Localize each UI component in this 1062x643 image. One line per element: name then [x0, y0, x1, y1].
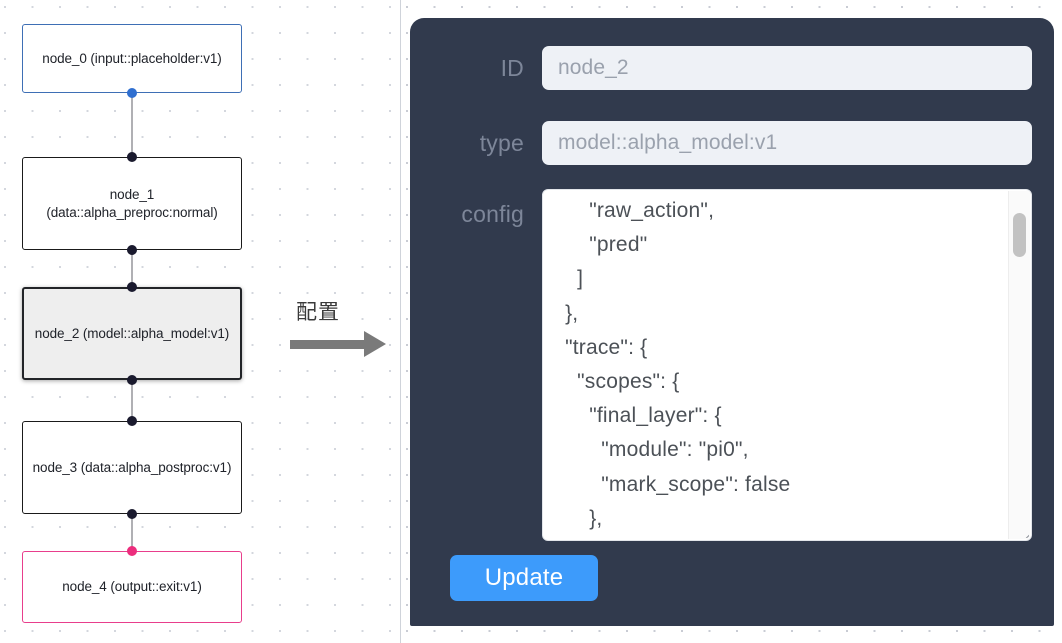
edge-node3-node4 [131, 514, 133, 551]
edge-node0-node1 [131, 93, 133, 157]
node_3-source-handle[interactable] [127, 509, 137, 519]
id-input[interactable]: node_2 [542, 46, 1032, 90]
arrow-shaft [290, 340, 366, 349]
graph-node-label: node_0 (input::placeholder:v1) [42, 50, 222, 66]
type-field-label: type [479, 130, 524, 156]
node_1-target-handle[interactable] [127, 152, 137, 162]
type-field-row: type model::alpha_model:v1 [432, 121, 1032, 165]
config-textarea[interactable]: "raw_action", "pred" ] }, "trace": { "sc… [542, 189, 1032, 541]
id-field-row: ID node_2 [432, 46, 1032, 90]
node_0-source-handle[interactable] [127, 88, 137, 98]
graph-node-node_1[interactable]: node_1 (data::alpha_preproc:normal) [22, 157, 242, 250]
panel-divider [400, 0, 401, 643]
config-scrollbar-thumb[interactable] [1013, 213, 1026, 257]
node_3-target-handle[interactable] [127, 416, 137, 426]
config-field-label: config [461, 201, 524, 227]
config-textarea-wrapper: "raw_action", "pred" ] }, "trace": { "sc… [542, 189, 1032, 541]
arrow-head-icon [364, 331, 386, 357]
node_1-source-handle[interactable] [127, 245, 137, 255]
resize-handle-icon[interactable] [1011, 520, 1029, 538]
node_2-source-handle[interactable] [127, 375, 137, 385]
graph-node-node_0[interactable]: node_0 (input::placeholder:v1) [22, 24, 242, 93]
type-input[interactable]: model::alpha_model:v1 [542, 121, 1032, 165]
configure-arrow-annotation: 配置 [288, 296, 400, 362]
edge-node1-node2 [131, 250, 133, 287]
id-field-label: ID [500, 55, 524, 81]
graph-node-node_2[interactable]: node_2 (model::alpha_model:v1) [22, 287, 242, 380]
graph-editor-canvas[interactable]: node_0 (input::placeholder:v1) node_1 (d… [0, 0, 400, 643]
graph-node-node_4[interactable]: node_4 (output::exit:v1) [22, 551, 242, 623]
node_2-target-handle[interactable] [127, 282, 137, 292]
config-scrollbar[interactable] [1008, 191, 1030, 539]
graph-node-node_3[interactable]: node_3 (data::alpha_postproc:v1) [22, 421, 242, 514]
graph-node-label: node_1 (data::alpha_preproc:normal) [46, 187, 218, 220]
edge-node2-node3 [131, 380, 133, 421]
graph-node-label: node_4 (output::exit:v1) [62, 579, 202, 595]
node_4-target-handle[interactable] [127, 546, 137, 556]
config-textarea-content[interactable]: "raw_action", "pred" ] }, "trace": { "sc… [565, 199, 791, 530]
config-field-row: config "raw_action", "pred" ] }, "trace"… [432, 189, 1032, 541]
update-button[interactable]: Update [450, 555, 598, 601]
node-inspector-panel: ID node_2 type model::alpha_model:v1 con… [410, 18, 1054, 626]
graph-node-label: node_3 (data::alpha_postproc:v1) [32, 459, 232, 475]
graph-node-label: node_2 (model::alpha_model:v1) [34, 325, 230, 341]
update-button-row: Update [432, 555, 1032, 601]
configure-arrow-label: 配置 [296, 300, 340, 324]
